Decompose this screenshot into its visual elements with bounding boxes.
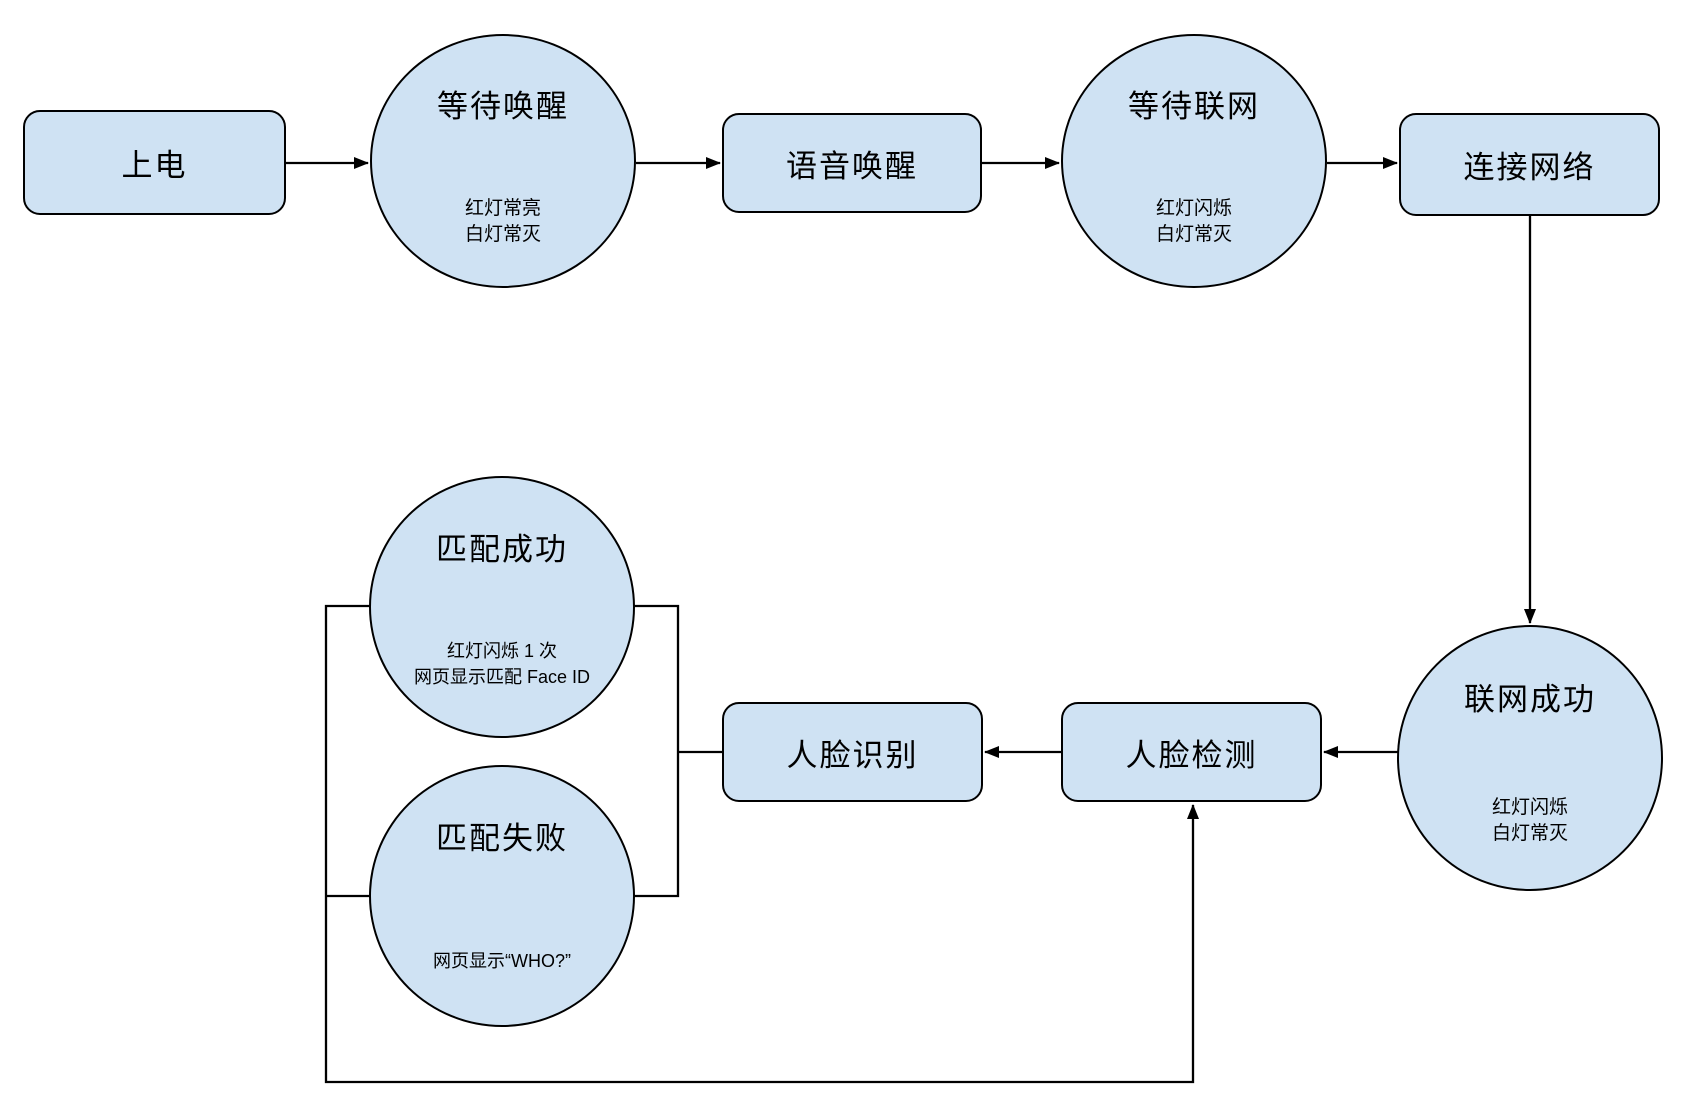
node-wait-network-status: 红灯闪烁 白灯常灭: [1063, 196, 1325, 248]
node-face-detect: 人脸检测: [1061, 702, 1322, 802]
loop-match-to-facedetect: [324, 604, 1199, 1084]
web-status-line: 网页显示“WHO?”: [433, 950, 571, 971]
node-voice-wake: 语音唤醒: [722, 113, 982, 213]
node-power-on-label: 上电: [121, 148, 188, 183]
node-match-success-label: 匹配成功: [436, 532, 568, 568]
node-face-recognize-label: 人脸识别: [786, 737, 919, 773]
node-face-detect-label: 人脸检测: [1125, 737, 1258, 773]
led-status-line-2: 白灯常灭: [1155, 224, 1232, 245]
led-status-line-1: 红灯闪烁: [1155, 198, 1232, 219]
led-status-line-1: 红灯闪烁 1 次: [446, 640, 557, 661]
led-status-line-2: 白灯常灭: [464, 224, 541, 245]
node-connect-network: 连接网络: [1399, 113, 1660, 216]
node-match-success-status: 红灯闪烁 1 次 网页显示匹配 Face ID: [371, 638, 633, 690]
node-match-fail: 匹配失败 网页显示“WHO?”: [369, 765, 635, 1027]
node-wait-network: 等待联网 红灯闪烁 白灯常灭: [1061, 34, 1327, 288]
node-network-success-status: 红灯闪烁 白灯常灭: [1399, 795, 1661, 847]
node-face-recognize: 人脸识别: [722, 702, 983, 802]
node-wait-network-label: 等待联网: [1128, 89, 1260, 124]
node-wait-wake-label: 等待唤醒: [437, 89, 569, 124]
node-power-on: 上电: [23, 110, 286, 215]
led-status-line-1: 红灯闪烁: [1491, 796, 1568, 818]
node-match-success: 匹配成功 红灯闪烁 1 次 网页显示匹配 Face ID: [369, 476, 635, 738]
led-status-line-1: 红灯常亮: [464, 198, 541, 219]
node-match-fail-status: 网页显示“WHO?”: [371, 948, 633, 974]
led-status-line-2: 白灯常灭: [1491, 822, 1568, 844]
node-connect-network-label: 连接网络: [1463, 150, 1596, 185]
node-voice-wake-label: 语音唤醒: [786, 148, 918, 184]
node-wait-wake-status: 红灯常亮 白灯常灭: [372, 196, 634, 248]
node-network-success: 联网成功 红灯闪烁 白灯常灭: [1397, 625, 1663, 891]
node-match-fail-label: 匹配失败: [436, 821, 568, 857]
node-network-success-label: 联网成功: [1464, 682, 1596, 718]
web-status-line: 网页显示匹配 Face ID: [413, 666, 591, 687]
node-wait-wake: 等待唤醒 红灯常亮 白灯常灭: [370, 34, 636, 288]
bracket-facerecognize-to-match-circles: [634, 604, 680, 898]
